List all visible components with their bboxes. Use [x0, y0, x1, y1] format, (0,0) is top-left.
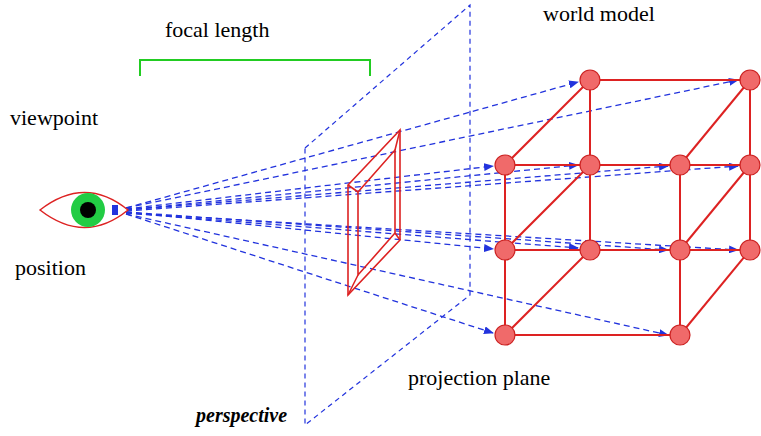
projection-plane [305, 5, 470, 425]
caption: perspective [196, 404, 287, 426]
diagram-label: position [15, 256, 86, 280]
diagram-label: focal length [165, 18, 269, 42]
cube-vertices [495, 70, 760, 345]
eye [40, 193, 128, 228]
diagram-label: projection plane [408, 366, 550, 390]
focal-bracket [140, 60, 370, 76]
diagram-label: viewpoint [10, 106, 98, 130]
world-cube [505, 80, 750, 335]
projected-cube [348, 130, 400, 295]
rays [126, 80, 738, 335]
diagram-label: world model [543, 2, 655, 26]
